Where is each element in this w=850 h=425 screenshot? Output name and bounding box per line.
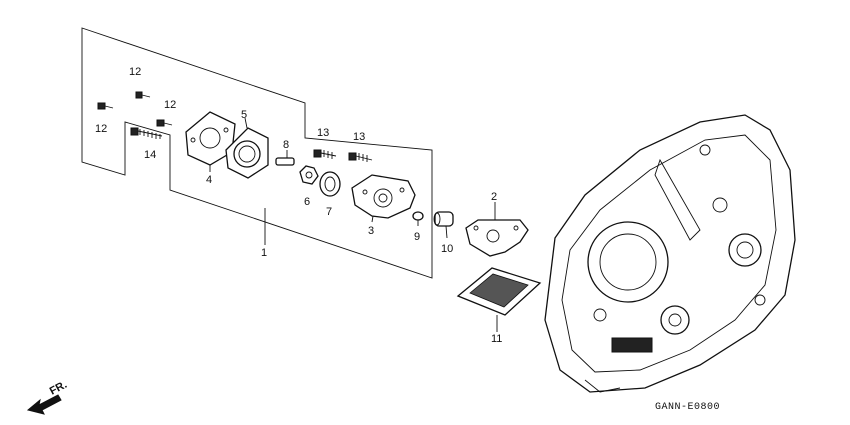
callout-12-top: 12	[129, 66, 141, 78]
callout-3: 3	[368, 225, 374, 237]
part-10-collar	[433, 211, 454, 239]
callout-2: 2	[491, 191, 497, 203]
assembly-bracket-outline	[81, 27, 433, 279]
part-7-outer-rotor	[319, 171, 341, 197]
callout-9: 9	[414, 231, 420, 243]
bolt-12-top	[135, 91, 151, 99]
front-direction-arrow: FR.	[26, 379, 69, 415]
callout-13-left: 13	[317, 127, 329, 139]
direction-label: FR.	[48, 379, 69, 398]
callout-10: 10	[441, 243, 453, 255]
bolt-14	[130, 127, 163, 139]
part-9-dowel	[412, 211, 424, 226]
part-5-gasket	[225, 117, 269, 179]
callout-8: 8	[283, 139, 289, 151]
callout-4: 4	[206, 174, 212, 186]
bolt-12-left	[97, 102, 114, 110]
callout-1: 1	[261, 247, 267, 259]
part-2-strainer-plate	[465, 202, 529, 257]
bolt-13-right	[348, 152, 373, 162]
callout-6: 6	[304, 196, 310, 208]
part-8-shaft	[275, 150, 295, 166]
callout-5: 5	[241, 109, 247, 121]
part-11-filter-screen	[456, 267, 542, 332]
bolt-13-left	[313, 149, 337, 159]
callout-12-left: 12	[95, 123, 107, 135]
callout-11: 11	[491, 333, 502, 345]
callout-12-middle: 12	[164, 99, 176, 111]
callout-7: 7	[326, 206, 332, 218]
bolt-12-middle	[156, 119, 173, 127]
part-3-pump-body	[351, 174, 416, 223]
part-6-inner-rotor	[299, 165, 319, 185]
callout-13-right: 13	[353, 131, 365, 143]
crankcase-half	[544, 114, 796, 393]
reference-code: GANN-E0800	[655, 402, 721, 413]
callout-14: 14	[144, 149, 156, 161]
